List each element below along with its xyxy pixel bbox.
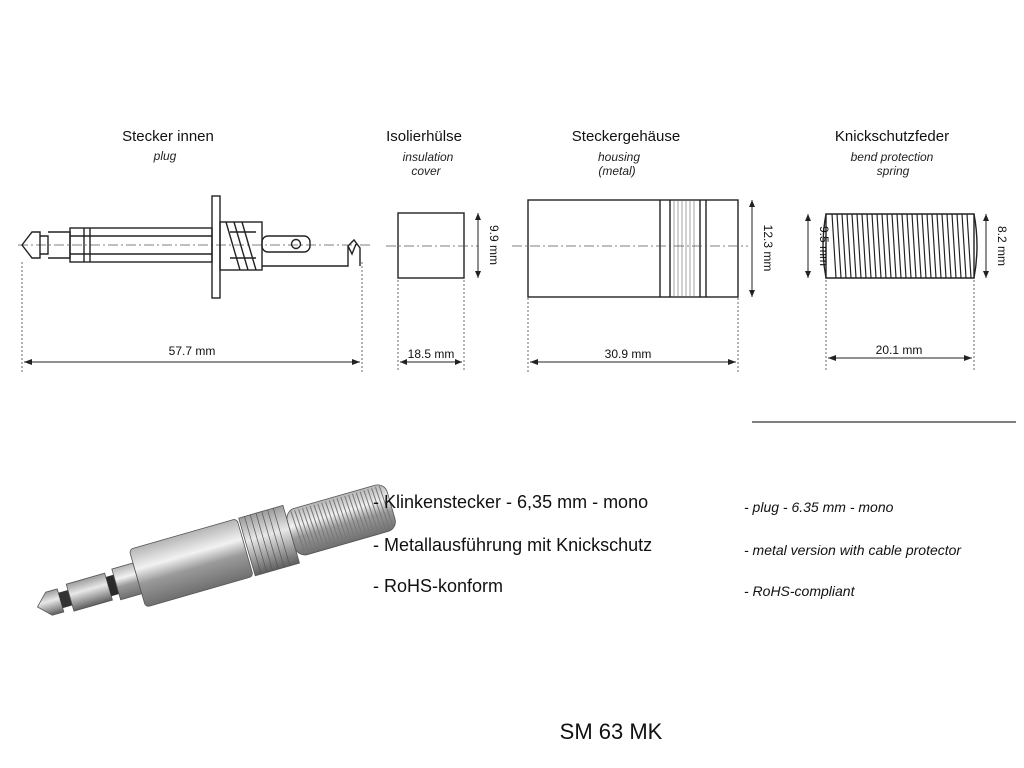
dim-housing-length: 30.9 mm [605,347,652,361]
spring-coil [966,213,972,279]
plug-product-image [36,484,396,616]
spring-coil [851,213,857,279]
photo-spring-coil [305,506,321,549]
spring-coil [956,213,962,279]
photo-spring-coil [344,495,360,538]
photo-spring-coil [328,500,344,543]
dim-cover-diameter: 9.9 mm [487,225,501,265]
feature-en-1: - plug - 6.35 mm - mono [744,499,894,515]
photo-spring-coil [298,509,314,552]
photo-spring-coil [332,499,348,542]
spring-coil [921,213,927,279]
dim-spring-length: 20.1 mm [876,343,923,357]
dim-spring-diameter-right: 8.2 mm [995,226,1009,266]
extension-lines [21,262,975,372]
spring-coil [846,213,852,279]
feature-de-1: - Klinkenstecker - 6,35 mm - mono [373,492,648,512]
subtitle-insulation-2: cover [411,164,441,178]
housing-drawing [512,199,748,298]
spring-coil [891,213,897,279]
spring-coil [836,213,842,279]
photo-spring-coil [340,496,356,540]
insulation-cover-drawing [386,212,478,279]
dim-cover-length: 18.5 mm [408,347,455,361]
spring-coil [856,213,862,279]
spring-coil [931,213,937,279]
feature-en-3: - RoHS-compliant [744,583,856,599]
dim-plug-length: 57.7 mm [169,344,216,358]
feature-de-2: - Metallausführung mit Knickschutz [373,535,652,555]
photo-spring-coil [325,501,341,544]
photo-spring-coil [309,505,325,548]
feature-en-2: - metal version with cable protector [744,542,962,558]
model-number: SM 63 MK [560,719,663,744]
subtitle-insulation-1: insulation [403,150,454,164]
photo-spring-coil [348,494,364,537]
photo-spring-coil [290,511,306,554]
spring-coil [911,213,917,279]
photo-spring-coil [351,493,367,536]
dimension-lines [24,200,989,365]
spring-coil [941,213,947,279]
plug-drawing [18,195,372,299]
spring-coil [866,213,872,279]
photo-spring-coil [367,489,383,532]
photo-spring-coil [378,485,394,528]
photo-spring-coil [301,507,317,551]
photo-spring-coil [363,490,379,533]
spring-coil [886,213,892,279]
photo-spring-coil [355,492,371,535]
subtitle-spring-1: bend protection [851,150,934,164]
spring-drawing [822,213,978,279]
spring-coil [946,213,952,279]
spring-coil [936,213,942,279]
photo-spring-coil [321,502,337,545]
spring-coil [916,213,922,279]
spring-coil [951,213,957,279]
photo-spring-coil [336,498,352,541]
spring-coil [841,213,847,279]
title-insulation-cover: Isolierhülse [386,128,462,145]
photo-spring-coil [359,491,375,534]
feature-de-3: - RoHS-konform [373,576,503,596]
spring-coil [831,213,837,279]
title-plug: Stecker innen [122,128,214,145]
dim-spring-diameter-left: 9.5 mm [817,226,831,266]
subtitle-plug: plug [153,149,177,163]
subtitle-housing-2: (metal) [598,164,635,178]
spring-coil [896,213,902,279]
spring-coil [881,213,887,279]
spring-coil [961,213,967,279]
title-spring: Knickschutzfeder [835,128,949,145]
spring-coil [901,213,907,279]
spring-coil [926,213,932,279]
spring-coil [876,213,882,279]
spring-coil [861,213,867,279]
subtitle-spring-2: spring [877,164,910,178]
photo-spring-coil [294,510,310,553]
dim-housing-diameter: 12.3 mm [761,225,775,272]
title-housing: Steckergehäuse [572,128,680,145]
photo-spring-coil [375,487,391,530]
photo-spring-coil [313,504,329,547]
spring-coil [871,213,877,279]
photo-spring-coil [371,488,387,531]
subtitle-housing-1: housing [598,150,640,164]
spring-coil [906,213,912,279]
photo-spring-coil [317,503,333,546]
